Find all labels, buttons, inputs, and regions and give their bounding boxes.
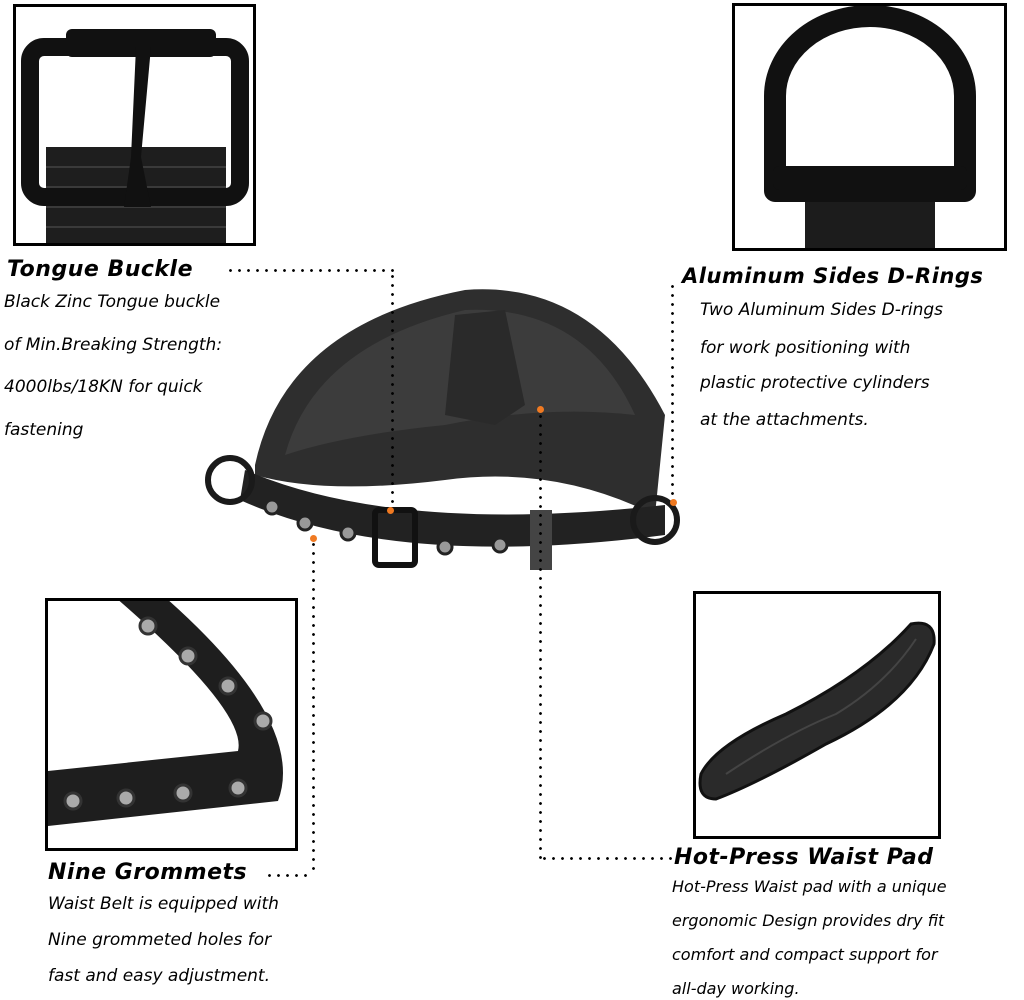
marker-dot-buckle	[387, 507, 394, 514]
waist-pad-title: Hot-Press Waist Pad	[674, 845, 934, 870]
tongue-buckle-title: Tongue Buckle	[7, 257, 194, 282]
tongue-buckle-photo	[13, 4, 256, 246]
leader-line-pad-h	[540, 857, 672, 860]
grommets-image	[48, 601, 283, 826]
waist-pad-photo	[693, 591, 941, 839]
marker-dot-grommet	[310, 535, 317, 542]
marker-dot-pad	[537, 406, 544, 413]
d-rings-line: at the attachments.	[700, 410, 869, 430]
d-rings-line: for work positioning with	[700, 338, 911, 358]
d-ring-photo	[732, 3, 1007, 251]
buckle-image	[21, 29, 249, 243]
tongue-buckle-line: 4000lbs/18KN for quick	[4, 377, 203, 397]
leader-line-grommet-h	[265, 874, 313, 877]
belt-image	[205, 289, 680, 570]
marker-dot-dring	[670, 499, 677, 506]
d-rings-line: plastic protective cylinders	[700, 373, 930, 393]
waist-pad-line: comfort and compact support for	[672, 945, 938, 964]
d-rings-line: Two Aluminum Sides D-rings	[700, 300, 944, 320]
grommets-line: Nine grommeted holes for	[48, 930, 272, 950]
waist-pad-line: all-day working.	[672, 979, 800, 998]
grommets-title: Nine Grommets	[48, 860, 248, 885]
grommets-photo	[45, 598, 298, 851]
waist-pad-image	[698, 621, 936, 801]
d-ring-image	[764, 6, 976, 248]
tongue-buckle-line: Black Zinc Tongue buckle	[4, 292, 221, 312]
tongue-buckle-line: of Min.Breaking Strength:	[4, 335, 223, 355]
leader-line-buckle-v	[391, 272, 394, 510]
leader-line-dring-v	[671, 282, 674, 502]
waist-pad-line: Hot-Press Waist pad with a unique	[672, 877, 947, 896]
leader-line-grommet-v	[312, 540, 315, 876]
leader-line-buckle-h	[226, 269, 396, 272]
grommets-line: Waist Belt is equipped with	[48, 894, 279, 914]
waist-pad-line: ergonomic Design provides dry fit	[672, 911, 945, 930]
grommets-line: fast and easy adjustment.	[48, 966, 271, 986]
tongue-buckle-line: fastening	[4, 420, 84, 440]
main-belt-photo	[195, 285, 685, 575]
leader-line-pad-v	[539, 412, 542, 860]
d-rings-title: Aluminum Sides D-Rings	[682, 264, 984, 288]
